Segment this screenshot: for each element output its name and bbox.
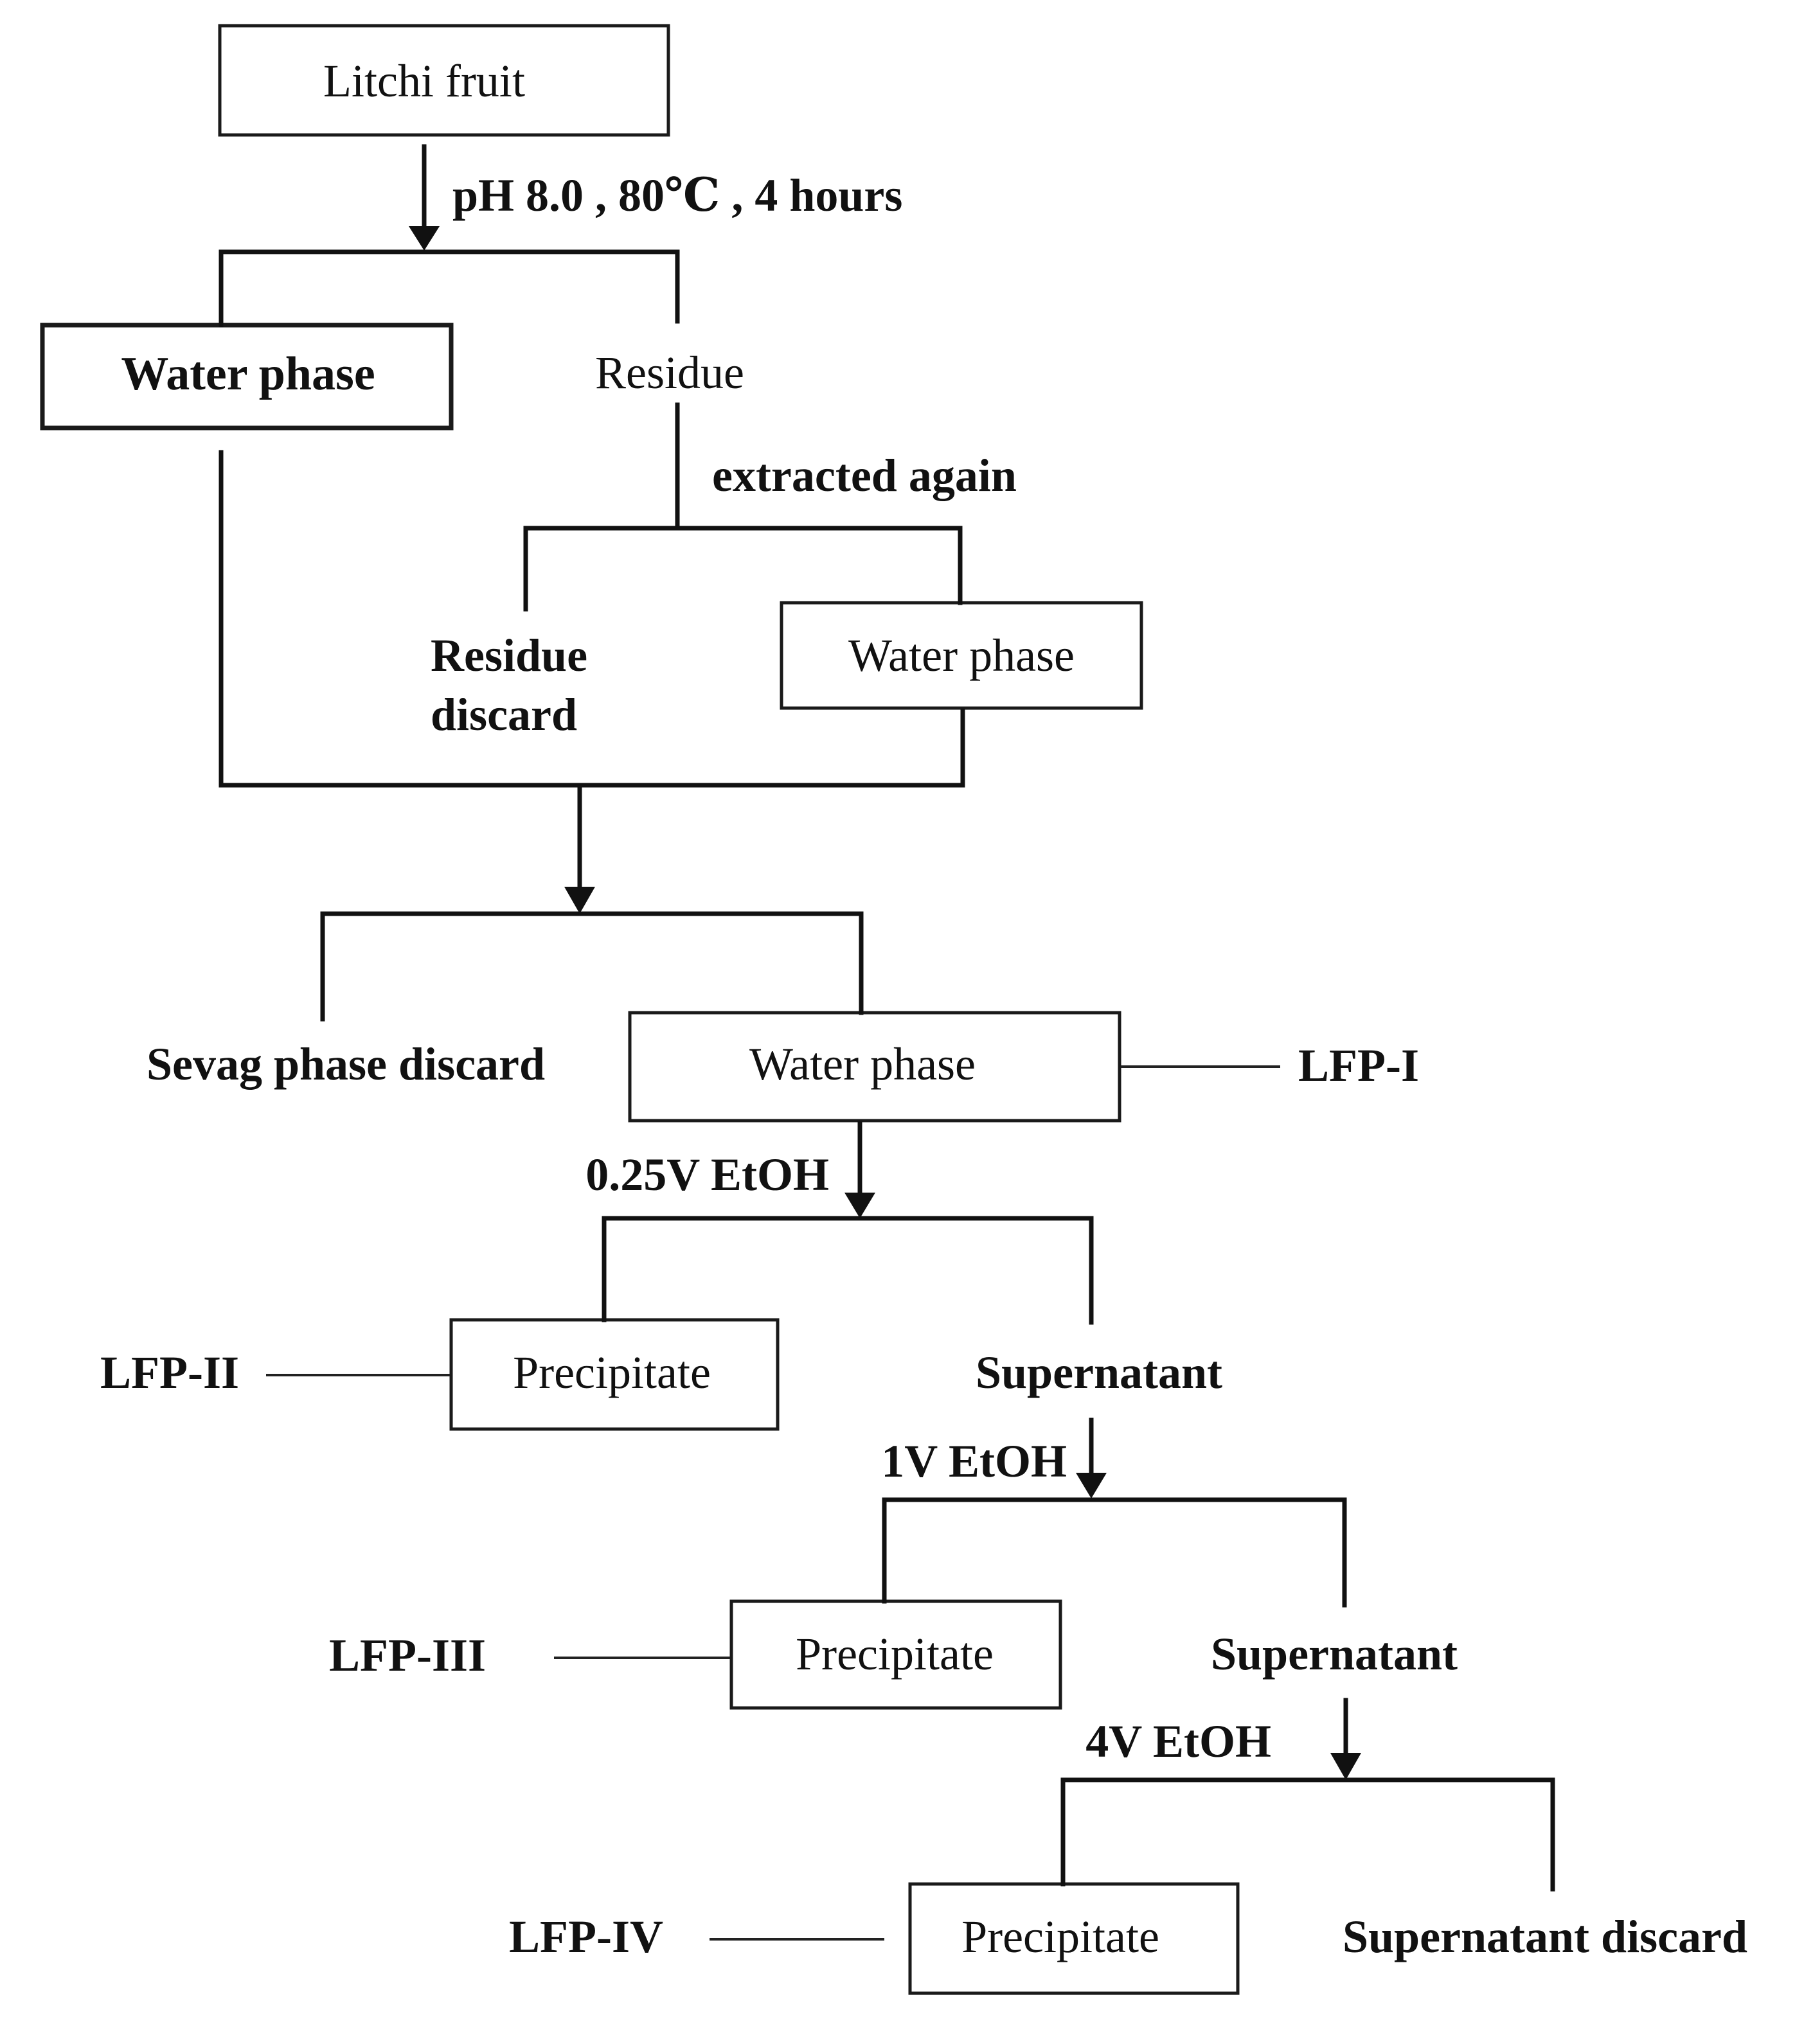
split-line-1 [219, 249, 680, 328]
water-phase-2-label: Water phase [848, 630, 1075, 681]
residue-discard-label-line1: Residue [431, 630, 587, 681]
residue-discard-label-line2: discard [431, 689, 577, 740]
etoh-025-label: 0.25V EtOH [585, 1149, 829, 1200]
etoh-1-label: 1V EtOH [881, 1435, 1067, 1487]
etoh-4-label: 4V EtOH [1085, 1716, 1271, 1767]
lfp4-label: LFP-IV [509, 1911, 663, 1962]
split-line-2 [523, 526, 963, 612]
litchi-fruit-label: Litchi fruit [323, 55, 525, 107]
split-line-4 [602, 1216, 1094, 1325]
split-line-3 [320, 911, 864, 1022]
supernatant-1-label: Supernatant [976, 1347, 1222, 1398]
water-phase-3-box [628, 1011, 1121, 1123]
lfp1-label: LFP-I [1298, 1040, 1419, 1091]
water-phase-1-box [40, 323, 454, 431]
arrowhead-merge [564, 887, 595, 914]
precipitate-2-box [729, 1599, 1062, 1710]
residue-label: Residue [595, 347, 744, 398]
split-line-5 [882, 1497, 1347, 1608]
lfp3-label: LFP-III [329, 1630, 486, 1681]
arrowhead-etoh025 [844, 1193, 875, 1218]
water-phase-1-label: Water phase [121, 348, 375, 400]
precipitate-1-label: Precipitate [513, 1347, 711, 1398]
extraction-condition-label: pH 8.0 , 80℃ , 4 hours [452, 170, 902, 221]
precipitate-2-label: Precipitate [796, 1628, 994, 1680]
arrowhead-etoh1 [1076, 1473, 1107, 1498]
lfp2-label: LFP-II [100, 1347, 239, 1398]
precipitate-3-box [908, 1882, 1240, 1995]
arrowhead-litchi [409, 226, 440, 251]
precipitate-3-label: Precipitate [961, 1911, 1159, 1962]
supernatant-2-label: Supernatant [1211, 1628, 1458, 1680]
merge-line [219, 450, 965, 788]
sevag-discard-label: Sevag phase discard [147, 1038, 545, 1090]
water-phase-3-label: Water phase [749, 1038, 976, 1090]
extracted-again-label: extracted again [712, 450, 1017, 501]
precipitate-1-box [449, 1318, 780, 1431]
arrowhead-etoh4 [1330, 1753, 1361, 1780]
split-line-6 [1060, 1777, 1555, 1892]
supernatant-discard-label: Supernatant discard [1343, 1911, 1747, 1962]
litchi-fruit-box [218, 24, 670, 137]
